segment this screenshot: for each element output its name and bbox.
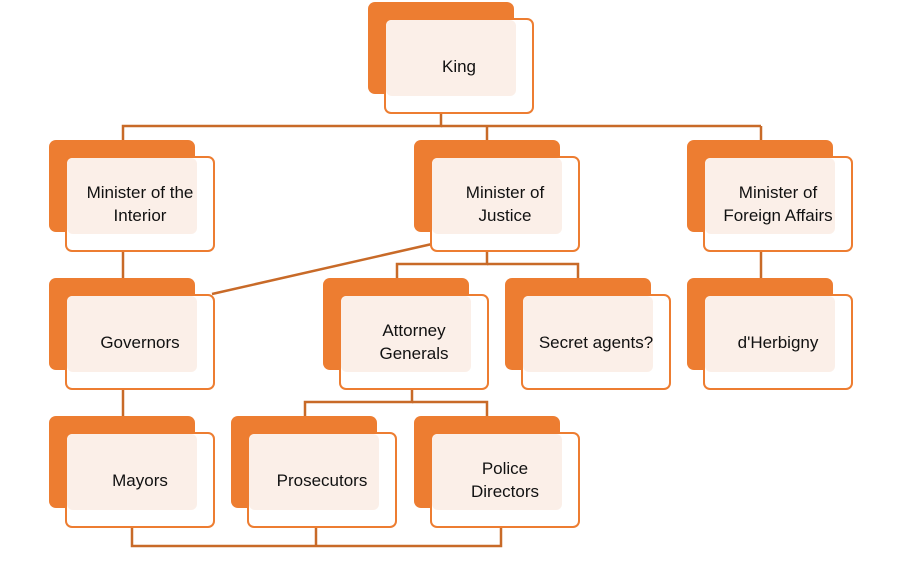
node-minister-interior: Minister of the Interior — [49, 140, 215, 252]
node-secret-agents: Secret agents? — [505, 278, 671, 390]
justice-to-attorney-connector — [395, 250, 489, 278]
node-king-label: King — [441, 56, 477, 76]
node-minister-justice-box: Minister of Justice — [430, 156, 580, 252]
node-governors-label: Governors — [100, 332, 180, 352]
node-king: King — [368, 2, 534, 114]
king-to-ministers-connector — [121, 112, 443, 140]
node-minister-foreign: Minister of Foreign Affairs — [687, 140, 853, 252]
node-secret-agents-box: Secret agents? — [521, 294, 671, 390]
node-governors: Governors — [49, 278, 215, 390]
node-police-directors: Police Directors — [414, 416, 580, 528]
node-mayors-label: Mayors — [112, 470, 168, 490]
justice-to-secret-connector — [487, 262, 580, 278]
node-minister-interior-label: Minister of the Interior — [86, 183, 194, 225]
node-minister-interior-box: Minister of the Interior — [65, 156, 215, 252]
node-mayors-box: Mayors — [65, 432, 215, 528]
node-minister-foreign-label: Minister of Foreign Affairs — [723, 183, 833, 225]
node-minister-foreign-box: Minister of Foreign Affairs — [703, 156, 853, 252]
node-police-directors-box: Police Directors — [430, 432, 580, 528]
node-minister-justice: Minister of Justice — [414, 140, 580, 252]
node-prosecutors: Prosecutors — [231, 416, 397, 528]
node-minister-justice-label: Minister of Justice — [465, 183, 545, 225]
node-king-box: King — [384, 18, 534, 114]
node-attorney-generals-box: Attorney Generals — [339, 294, 489, 390]
node-governors-box: Governors — [65, 294, 215, 390]
justice-to-governors-connector — [211, 242, 433, 296]
node-secret-agents-label: Secret agents? — [538, 332, 654, 352]
node-attorney-generals-label: Attorney Generals — [379, 321, 449, 363]
node-dherbigny-box: d'Herbigny — [703, 294, 853, 390]
node-dherbigny: d'Herbigny — [687, 278, 853, 390]
node-mayors: Mayors — [49, 416, 215, 528]
node-attorney-generals: Attorney Generals — [323, 278, 489, 390]
attorney-to-prosecutors-connector — [303, 388, 414, 416]
node-prosecutors-box: Prosecutors — [247, 432, 397, 528]
attorney-to-police-connector — [412, 400, 489, 416]
node-police-directors-label: Police Directors — [470, 459, 539, 501]
node-prosecutors-label: Prosecutors — [276, 470, 368, 490]
node-dherbigny-label: d'Herbigny — [737, 332, 819, 352]
